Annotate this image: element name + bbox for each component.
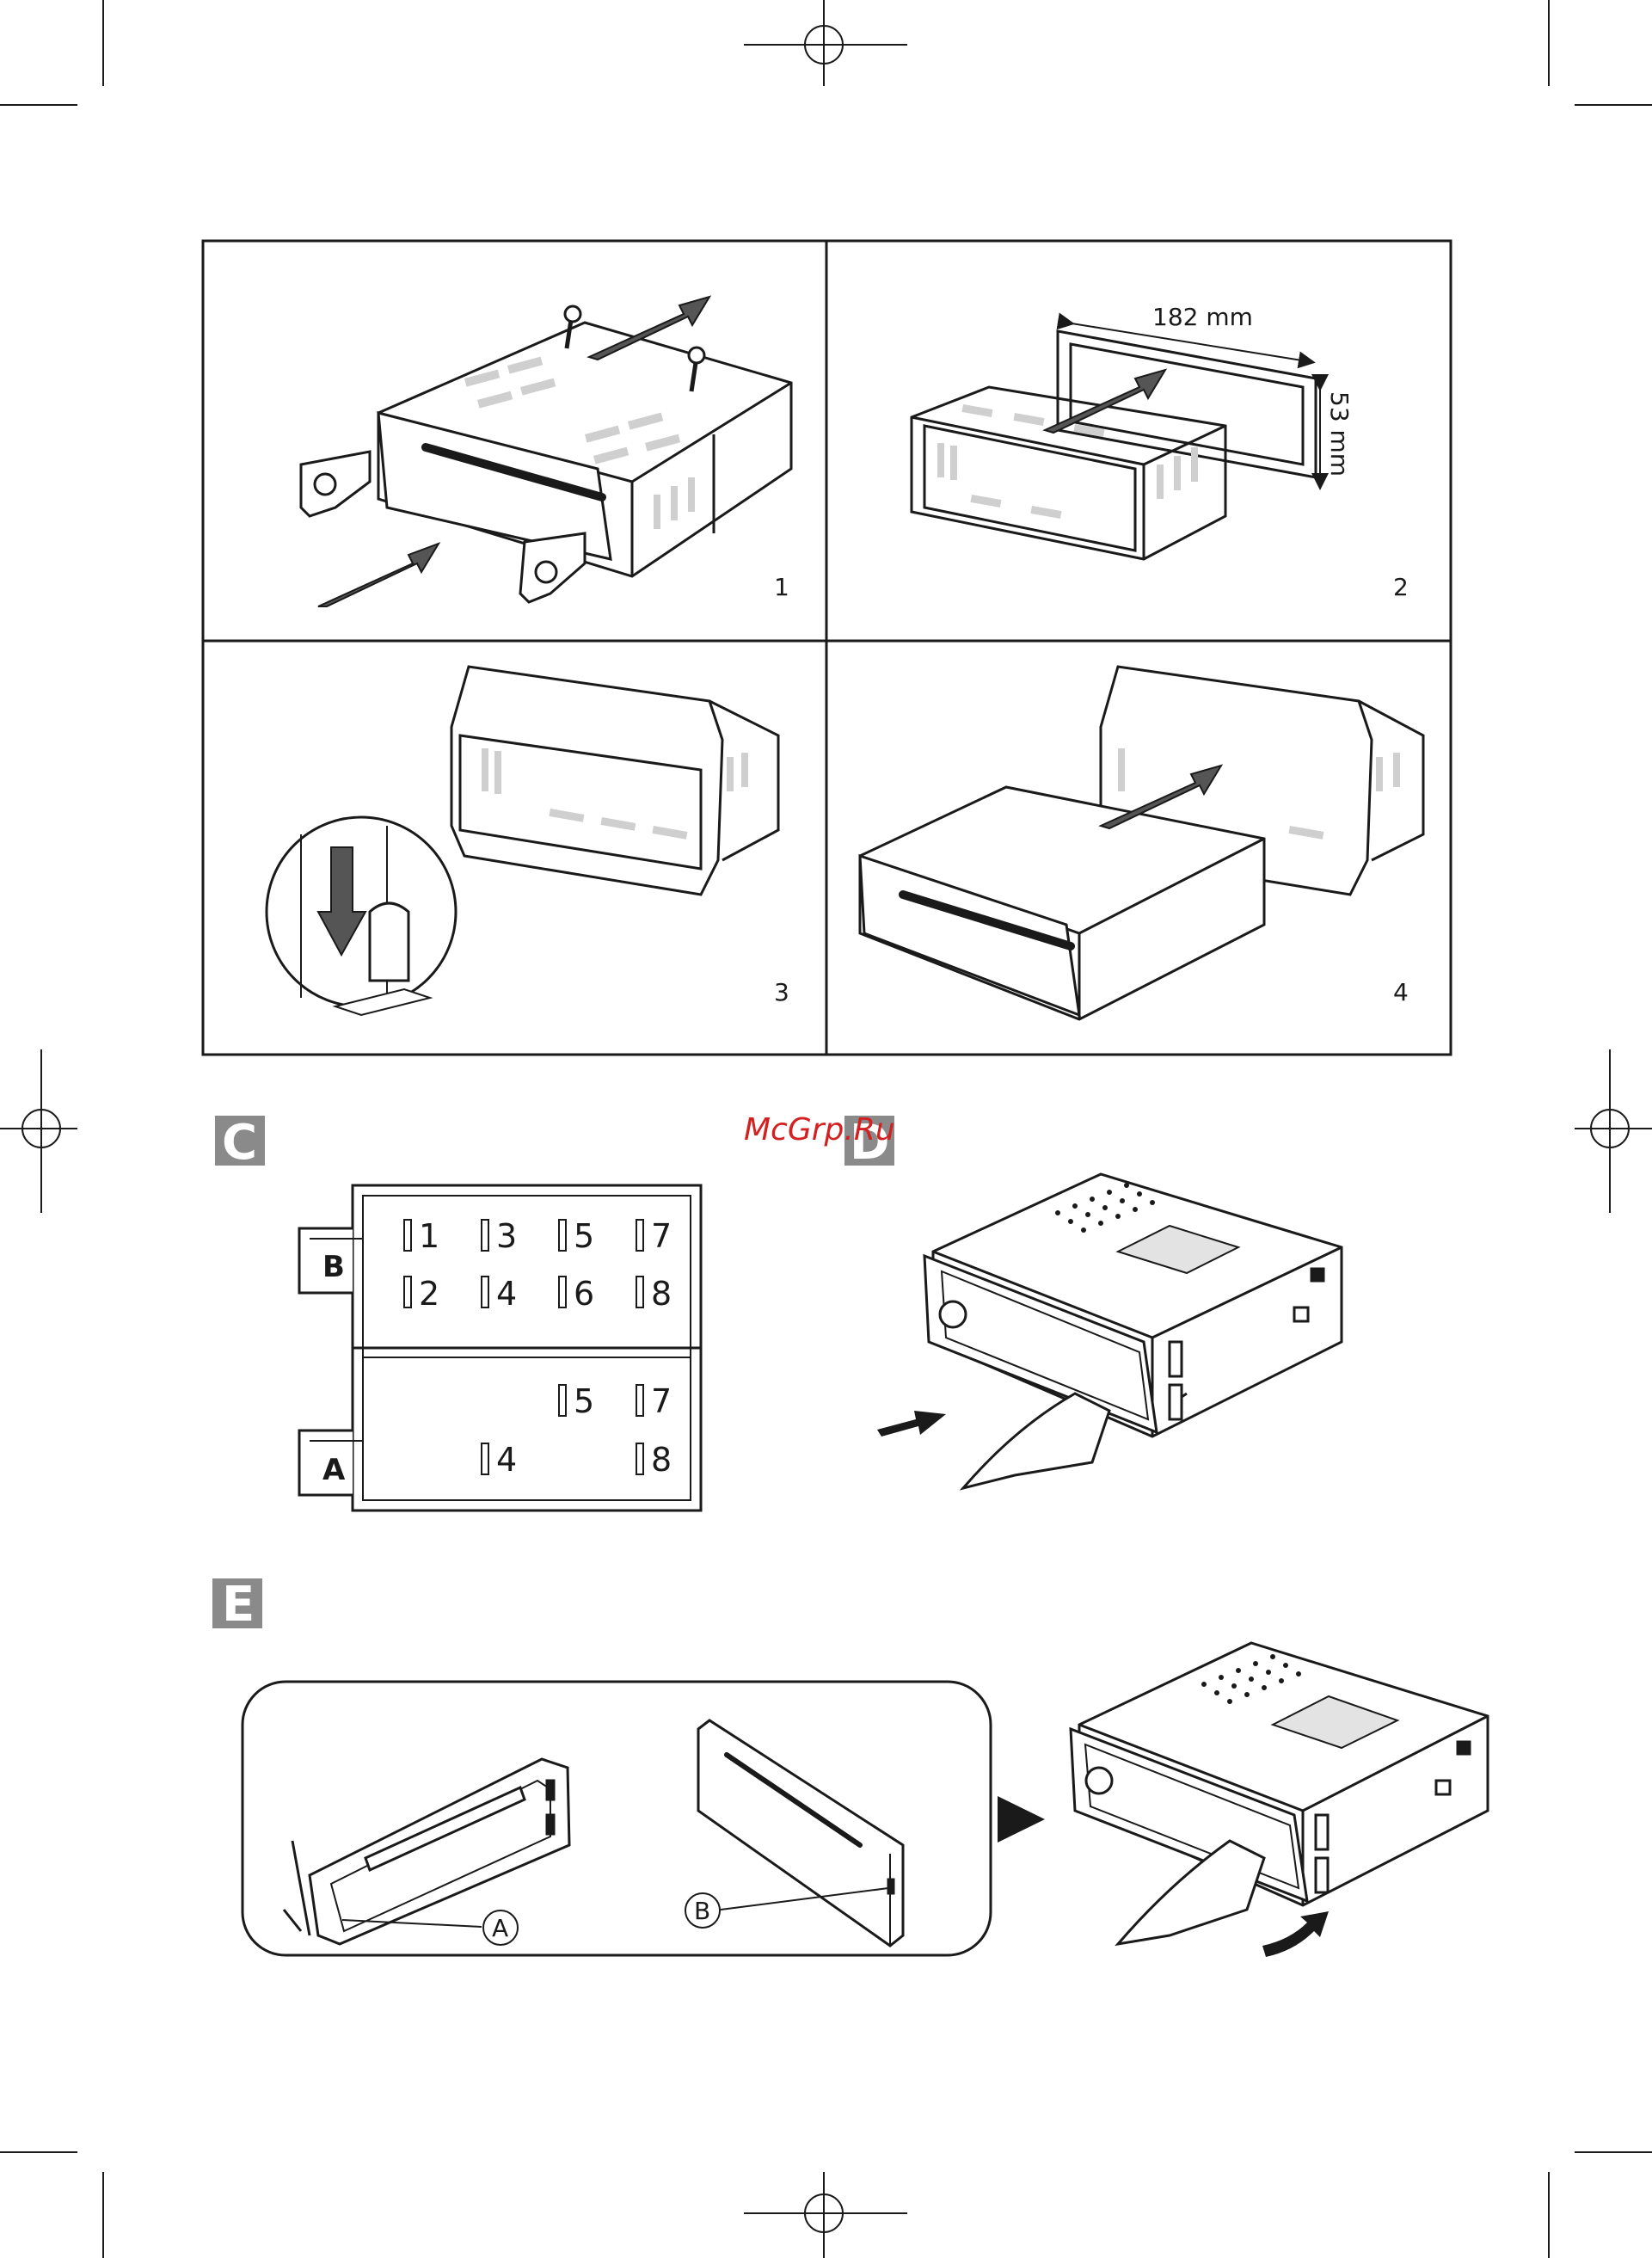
callout-b-label: B [694, 1897, 710, 1925]
panel-4-illustration [860, 667, 1423, 1019]
svg-text:3: 3 [496, 1217, 517, 1255]
panel-2-number: 2 [1393, 573, 1409, 601]
svg-text:7: 7 [651, 1382, 672, 1420]
panel-1-illustration [301, 306, 791, 602]
section-e-illustration [1071, 1643, 1488, 1944]
pull-out-arrow-icon [877, 1411, 946, 1437]
faceplate-back-illustration [698, 1720, 903, 1946]
panel-4-number: 4 [1393, 978, 1409, 1006]
connector-b-label: B [322, 1250, 345, 1284]
attach-arrow-icon [1262, 1911, 1329, 1957]
connector-a-label: A [322, 1453, 346, 1487]
panel-3-number: 3 [774, 978, 789, 1006]
svg-text:4: 4 [496, 1441, 517, 1479]
svg-text:8: 8 [651, 1275, 672, 1313]
insert-arrow-icon [318, 544, 439, 606]
panel-3-illustration [267, 667, 778, 1015]
panel-2-illustration [912, 331, 1316, 559]
svg-text:6: 6 [574, 1275, 594, 1313]
section-d-illustration [924, 1174, 1342, 1488]
callout-a-label: A [492, 1914, 508, 1942]
height-dimension-label: 53 mm [1325, 391, 1354, 477]
watermark: McGrp.Ru [744, 1112, 895, 1147]
svg-text:8: 8 [651, 1441, 672, 1479]
svg-text:5: 5 [574, 1382, 594, 1420]
panel-1-number: 1 [774, 573, 789, 601]
next-step-arrow-icon [998, 1796, 1045, 1843]
faceplate-slot-illustration [284, 1759, 569, 1944]
svg-text:7: 7 [651, 1217, 672, 1255]
section-c-letter: C [222, 1115, 257, 1171]
svg-text:2: 2 [419, 1275, 439, 1313]
svg-text:4: 4 [496, 1275, 517, 1313]
section-e-letter: E [222, 1577, 255, 1633]
svg-text:1: 1 [419, 1217, 439, 1255]
width-dimension-label: 182 mm [1152, 303, 1253, 331]
svg-text:5: 5 [574, 1217, 594, 1255]
